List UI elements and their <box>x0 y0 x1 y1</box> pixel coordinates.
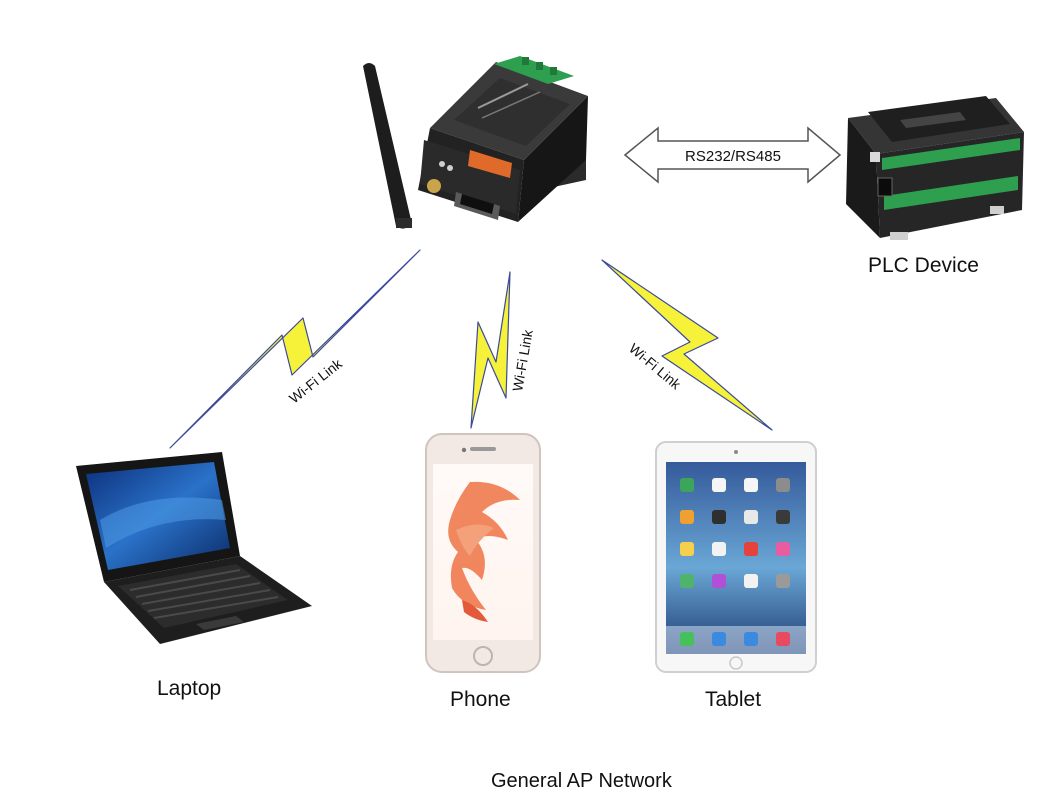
phone-label: Phone <box>450 688 511 711</box>
wifi-link-center: Wi-Fi Link <box>470 271 536 429</box>
plc-device-label: PLC Device <box>868 254 979 277</box>
laptop-label: Laptop <box>157 677 222 700</box>
wifi-link-left: Wi-Fi Link <box>169 249 421 449</box>
phone-icon <box>425 433 541 673</box>
app-grid <box>666 478 806 654</box>
diagram-caption: General AP Network <box>491 770 672 792</box>
wifi-link-label-center: Wi-Fi Link <box>509 327 536 392</box>
serial-link-label: RS232/RS485 <box>685 148 781 165</box>
serial-link-arrow: RS232/RS485 <box>623 126 842 184</box>
tablet-icon <box>655 441 817 673</box>
tablet-label: Tablet <box>705 688 762 711</box>
laptop-icon <box>76 452 312 644</box>
fish-wallpaper-icon <box>448 481 520 622</box>
wifi-link-right: Wi-Fi Link <box>601 259 773 431</box>
wifi-link-label-right: Wi-Fi Link <box>626 340 685 393</box>
wifi-serial-server-icon <box>363 56 588 229</box>
plc-device-icon <box>846 96 1024 240</box>
